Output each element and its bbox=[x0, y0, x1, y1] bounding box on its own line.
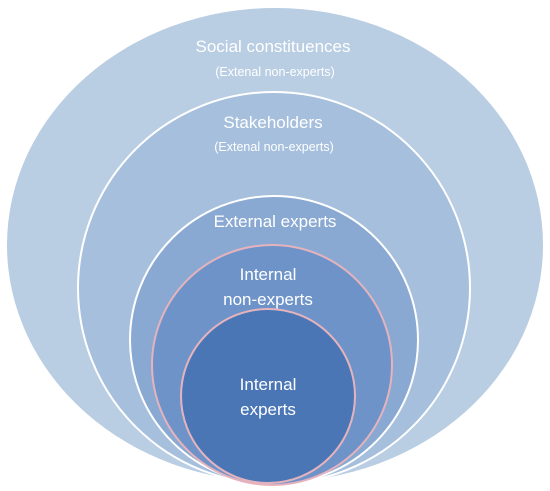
circle-internal-experts bbox=[180, 308, 356, 484]
label-external-experts: External experts bbox=[214, 212, 337, 231]
label-internal-non-experts-line1: Internal bbox=[240, 265, 297, 284]
label-stakeholders: Stakeholders bbox=[223, 113, 322, 132]
label-internal-experts-line2: experts bbox=[240, 400, 296, 419]
label-internal-non-experts-line2: non-experts bbox=[223, 290, 313, 309]
label-internal-experts-line1: Internal bbox=[240, 375, 297, 394]
sublabel-social-constituences: (Extenal non-experts) bbox=[215, 65, 335, 79]
label-social-constituences: Social constituences bbox=[196, 37, 351, 56]
sublabel-stakeholders: (Extenal non-experts) bbox=[214, 140, 334, 154]
